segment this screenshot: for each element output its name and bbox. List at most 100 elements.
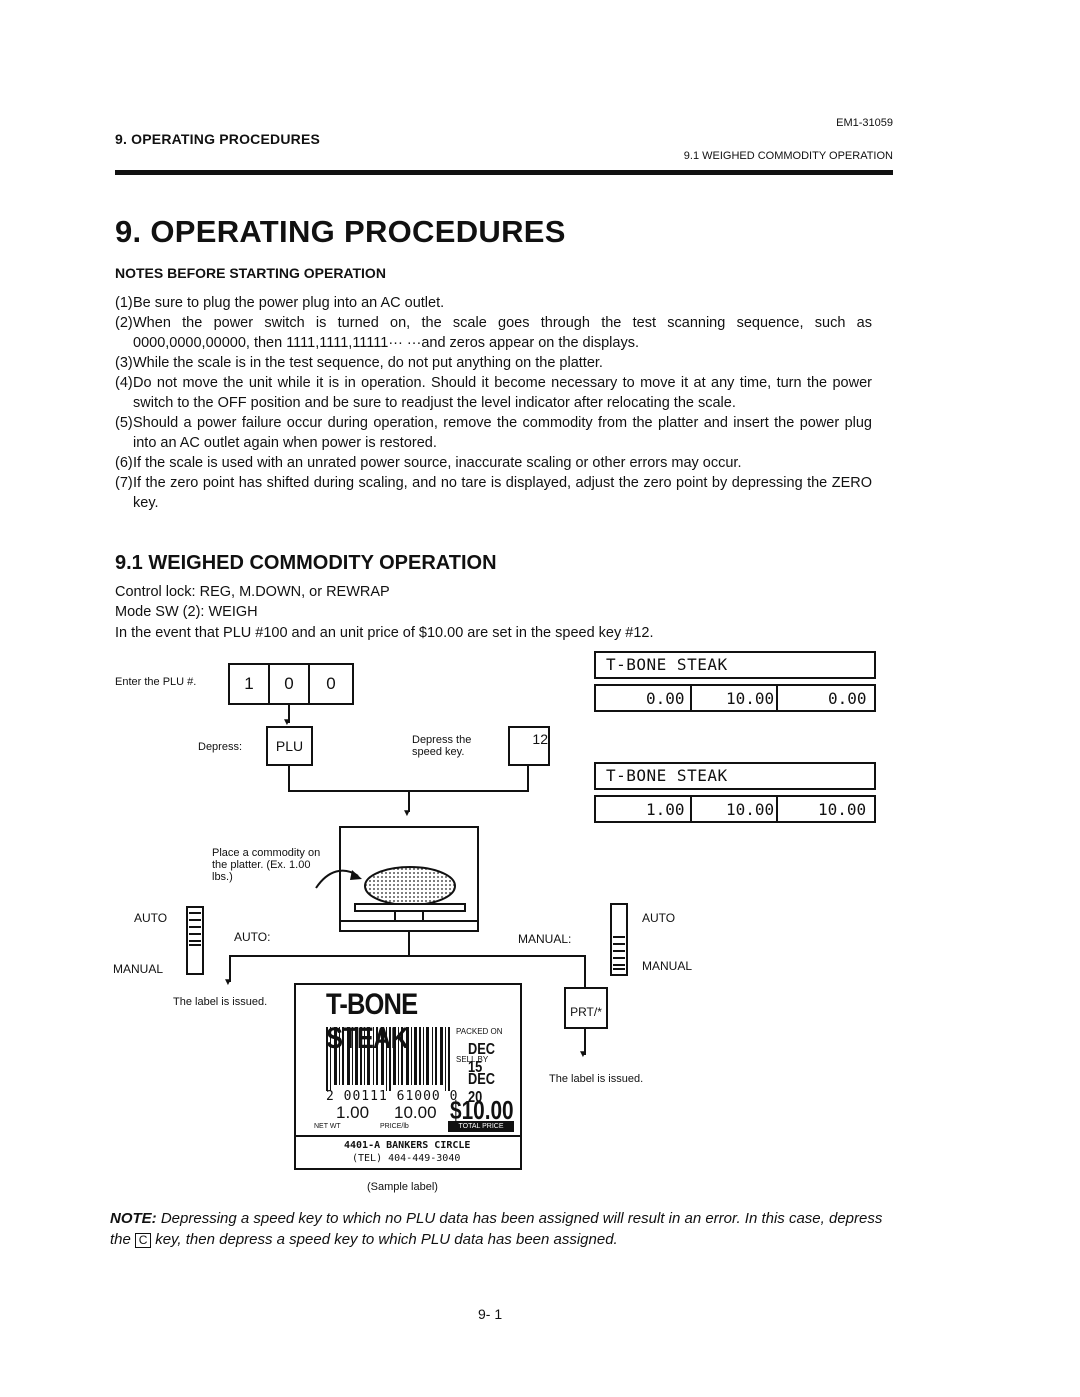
flow-line: [229, 955, 585, 957]
document-code: EM1-31059: [836, 117, 893, 129]
curved-arrow-icon: [315, 869, 362, 889]
note-text: Be sure to plug the power plug into an A…: [133, 295, 445, 311]
note-number: (7): [115, 475, 133, 491]
note-text: When the power switch is turned on, the …: [133, 315, 872, 351]
label-issued-left: The label is issued.: [173, 996, 268, 1008]
notes-heading: NOTES BEFORE STARTING OPERATION: [115, 265, 386, 281]
scale-icon: [341, 866, 477, 922]
arrow-down-icon: ▼: [282, 717, 292, 728]
price-per-lb-label: PRICE/lb: [380, 1123, 409, 1130]
note-item: (3)While the scale is in the test sequen…: [115, 353, 872, 373]
manual-label: MANUAL: [113, 962, 164, 976]
flow-line: [288, 705, 290, 723]
flow-line: [229, 955, 231, 982]
plu-digit-key[interactable]: 1: [228, 663, 270, 705]
display-name-2: T-BONE STEAK: [594, 762, 876, 790]
plu-digit-key[interactable]: 0: [308, 663, 354, 705]
prt-key[interactable]: PRT/*: [564, 987, 608, 1029]
flow-line: [527, 766, 529, 792]
note-number: (3): [115, 355, 133, 371]
barcode-icon: [326, 1027, 450, 1091]
packed-on-label: PACKED ON: [456, 1027, 503, 1036]
note-item: (5)Should a power failure occur during o…: [115, 413, 872, 453]
note-label: NOTE:: [110, 1210, 157, 1227]
depress-label: Depress:: [198, 741, 243, 753]
flow-line: [408, 790, 410, 812]
display-weight: 1.00: [646, 800, 685, 819]
auto-label-right: AUTO: [642, 911, 676, 925]
arrow-down-icon: ▼: [402, 808, 412, 819]
notes-list: (1)Be sure to plug the power plug into a…: [115, 293, 872, 513]
display-values-1: 0.00 10.00 0.00: [594, 684, 876, 712]
arrow-down-icon: ▼: [578, 1049, 588, 1060]
flow-line: [288, 766, 290, 792]
flow-line: [584, 1029, 586, 1055]
note-text: Should a power failure occur during oper…: [133, 415, 872, 451]
barcode-digits: 2 00111 61000 0: [326, 1089, 459, 1104]
scale-illustration: [339, 826, 479, 932]
label-weight: 1.00: [336, 1103, 370, 1122]
note-item: (2)When the power switch is turned on, t…: [115, 313, 872, 353]
label-address: 4401-A BANKERS CIRCLE: [344, 1140, 471, 1151]
plu-digit-key[interactable]: 0: [268, 663, 310, 705]
speed-key-line: In the event that PLU #100 and an unit p…: [115, 625, 654, 641]
display-values-2: 1.00 10.00 10.00: [594, 795, 876, 823]
control-lock-line: Control lock: REG, M.DOWN, or REWRAP: [115, 584, 390, 600]
note-number: (4): [115, 375, 133, 391]
auto-manual-switch[interactable]: [186, 906, 204, 975]
auto-label: AUTO: [134, 911, 168, 925]
running-header-subsection: 9.1 WEIGHED COMMODITY OPERATION: [683, 150, 893, 162]
note-item: (6)If the scale is used with an unrated …: [115, 453, 872, 473]
label-unit-price: 10.00: [394, 1103, 437, 1122]
manual-colon-label: MANUAL:: [518, 932, 572, 946]
enter-plu-label: Enter the PLU #.: [115, 676, 197, 688]
note-item: (1)Be sure to plug the power plug into a…: [115, 293, 872, 313]
note-item: (4)Do not move the unit while it is in o…: [115, 373, 872, 413]
page-number: 9- 1: [478, 1306, 503, 1322]
display-name-1: T-BONE STEAK: [594, 651, 876, 679]
flow-line: [408, 932, 410, 956]
note-number: (6): [115, 455, 133, 471]
note-number: (1): [115, 295, 133, 311]
sample-label-caption: (Sample label): [367, 1181, 438, 1193]
note-text: Do not move the unit while it is in oper…: [133, 375, 872, 411]
net-wt-label: NET WT: [314, 1123, 341, 1130]
note-text: If the zero point has shifted during sca…: [133, 475, 872, 511]
note-text-b: key, then depress a speed key to which P…: [155, 1231, 618, 1248]
speed-key-12[interactable]: 12: [508, 726, 550, 766]
arrow-down-icon: ▼: [223, 977, 233, 988]
packed-date: DEC 15: [468, 1041, 496, 1076]
sell-by-date: DEC 20: [468, 1071, 496, 1106]
c-key-icon: C: [135, 1233, 152, 1248]
label-total-price: $10.00: [450, 1095, 514, 1125]
manual-label-right: MANUAL: [642, 959, 693, 973]
display-total: 10.00: [818, 800, 867, 819]
footnote: NOTE: Depressing a speed key to which no…: [110, 1208, 890, 1250]
note-item: (7)If the zero point has shifted during …: [115, 473, 872, 513]
mode-switch-line: Mode SW (2): WEIGH: [115, 604, 258, 620]
page-title: 9. OPERATING PROCEDURES: [115, 214, 566, 249]
header-rule: [115, 170, 893, 175]
display-weight: 0.00: [646, 689, 685, 708]
label-issued-right: The label is issued.: [549, 1073, 644, 1085]
label-phone: (TEL) 404-449-3040: [352, 1153, 461, 1164]
flow-line: [584, 955, 586, 987]
note-text-a: Depressing a speed key to which no PLU d…: [110, 1210, 883, 1248]
auto-manual-switch-right[interactable]: [610, 903, 628, 976]
sell-by-label: SELL BY: [456, 1055, 489, 1064]
display-total: 0.00: [828, 689, 867, 708]
note-text: If the scale is used with an unrated pow…: [133, 455, 742, 471]
running-header-section: 9. OPERATING PROCEDURES: [115, 131, 321, 147]
display-unit-price: 10.00: [726, 689, 775, 708]
plu-key[interactable]: PLU: [266, 726, 313, 766]
display-unit-price: 10.00: [726, 800, 775, 819]
note-number: (2): [115, 315, 133, 331]
total-price-label: TOTAL PRICE: [448, 1121, 514, 1132]
note-text: While the scale is in the test sequence,…: [133, 355, 603, 371]
sample-label: T-BONE STEAK 2 00111 61000 0 PACKED ON D…: [294, 983, 522, 1170]
section-title: 9.1 WEIGHED COMMODITY OPERATION: [115, 552, 497, 574]
place-commodity-label: Place a commodity on the platter. (Ex. 1…: [212, 847, 321, 883]
depress-speed-label: Depress the speed key.: [412, 734, 472, 758]
note-number: (5): [115, 415, 133, 431]
auto-colon-label: AUTO:: [234, 930, 271, 944]
